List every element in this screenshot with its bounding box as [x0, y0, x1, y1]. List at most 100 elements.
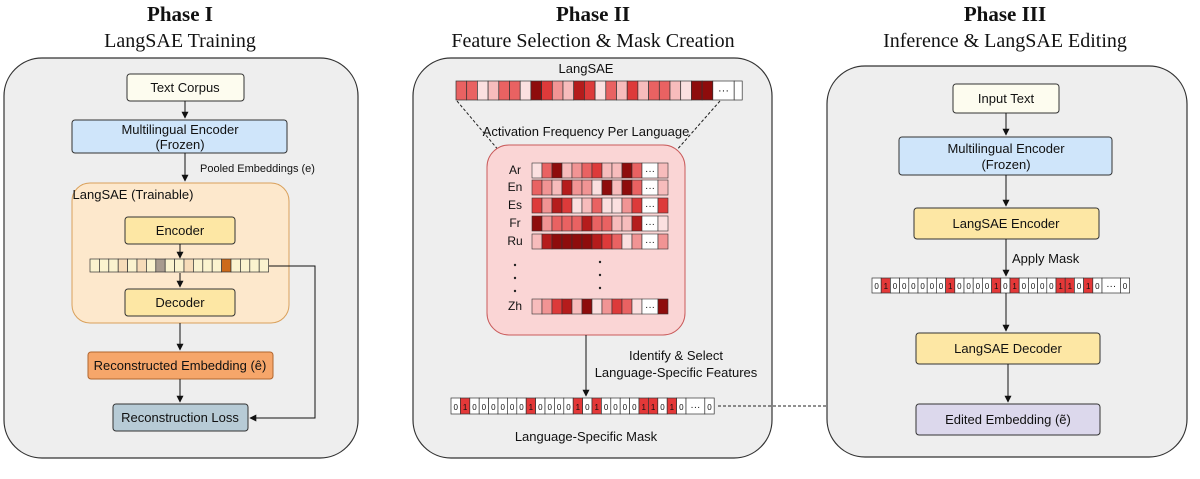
heatmap-cell	[657, 298, 669, 315]
langsae-cell	[551, 80, 564, 101]
mask-bit: 0	[491, 403, 496, 412]
phase1-title: Phase I	[147, 2, 213, 26]
heatmap-cell	[591, 233, 603, 250]
phase3-encoder-label-2: (Frozen)	[981, 157, 1030, 172]
latent-cell	[155, 258, 166, 273]
row-ellipsis-dot	[598, 286, 602, 290]
loss-label: Reconstruction Loss	[121, 410, 239, 425]
phase3-subtitle: Inference & LangSAE Editing	[883, 30, 1127, 52]
langsae-cell	[455, 80, 468, 101]
mask-bit: 0	[472, 403, 477, 412]
langsae-cell	[701, 80, 714, 101]
phase1-encoder-box	[71, 119, 288, 154]
heatmap-cell	[601, 215, 613, 232]
applied-mask-bit: 0	[1095, 282, 1100, 291]
heatmap-cell	[591, 298, 603, 315]
mask-cell	[704, 397, 715, 415]
applied-mask-bit: 0	[939, 282, 944, 291]
heatmap-cell	[657, 197, 669, 214]
latent-cell	[174, 258, 185, 273]
latent-cell	[108, 258, 119, 273]
latent-cell	[240, 258, 251, 273]
heatmap-cell	[531, 233, 543, 250]
heatmap-cell	[571, 298, 583, 315]
heatmap-cell	[571, 179, 583, 196]
heatmap-ellipsis: ···	[645, 237, 655, 248]
zoom-line-right	[674, 100, 721, 153]
heatmap-cell	[657, 179, 669, 196]
latent-cell	[230, 258, 241, 273]
langsae-cell	[637, 80, 649, 101]
applied-mask-bit: 0	[874, 282, 879, 291]
heatmap-cell	[561, 162, 573, 179]
heatmap-cell	[571, 197, 583, 214]
mask-bit: 0	[660, 403, 665, 412]
zoom-line-left	[456, 100, 501, 153]
heatmap-cell	[657, 162, 669, 179]
language-label: Ar	[509, 163, 521, 177]
arrow-latent-to-loss	[249, 265, 316, 422]
latent-cell	[89, 258, 100, 273]
heatmap-cell	[621, 197, 633, 214]
applied-mask-bit: 0	[1003, 282, 1008, 291]
heatmap-cell	[561, 233, 573, 250]
heatmap-cell	[571, 162, 583, 179]
text-corpus-label: Text Corpus	[150, 80, 220, 95]
langsae-cell	[648, 80, 660, 101]
langsae-trainable-label: LangSAE (Trainable)	[73, 187, 194, 202]
mask-bit: 1	[670, 403, 675, 412]
applied-mask-bit: 1	[1068, 282, 1073, 291]
langsae-decoder-label: LangSAE Decoder	[954, 341, 1062, 356]
phase2-title: Phase II	[556, 2, 630, 26]
mask-bit: 0	[482, 403, 487, 412]
heatmap-cell	[631, 298, 643, 315]
heatmap-cell	[611, 162, 623, 179]
heatmap-cell	[621, 298, 633, 315]
latent-cell	[146, 258, 157, 273]
langsae-cell	[658, 80, 671, 101]
langsae-cell	[584, 80, 596, 101]
activation-frequency-label: Activation Frequency Per Language	[483, 124, 690, 139]
heatmap-cell	[551, 233, 563, 250]
latent-cell	[164, 258, 175, 273]
langsae-encoder-label: LangSAE Encoder	[953, 216, 1061, 231]
language-label: Fr	[509, 216, 520, 230]
heatmap-cell	[581, 215, 593, 232]
loss-box	[112, 403, 249, 432]
apply-mask-label: Apply Mask	[1012, 251, 1080, 266]
heatmap-cell	[541, 197, 553, 214]
mask-bit: 1	[594, 403, 599, 412]
mask-bit: 0	[500, 403, 505, 412]
heatmap-cell	[561, 179, 573, 196]
phase2-subtitle: Feature Selection & Mask Creation	[451, 30, 734, 52]
mask-bit: 1	[463, 403, 468, 412]
applied-mask-bit: 0	[985, 282, 990, 291]
latent-cell	[99, 258, 110, 273]
identify-label-1: Identify & Select	[629, 348, 723, 363]
heatmap-cell	[591, 197, 603, 214]
applied-mask-bit: 1	[1086, 282, 1091, 291]
heatmap-cell	[601, 162, 613, 179]
applied-mask-bit: 0	[1123, 282, 1128, 291]
langsae-cell	[626, 80, 639, 101]
langsae-feature-strip: ···	[455, 80, 743, 101]
heatmap-cell	[571, 215, 583, 232]
language-label: Es	[508, 198, 522, 212]
reconstructed-label: Reconstructed Embedding (ê)	[94, 358, 267, 373]
mask-bit: 0	[510, 403, 515, 412]
heatmap-cell	[551, 215, 563, 232]
applied-mask-bit: 1	[1012, 282, 1017, 291]
activation-heatmap: ··················	[513, 162, 669, 315]
phase1-encoder-inner-label: Encoder	[156, 223, 205, 238]
row-ellipsis-dot	[513, 263, 517, 267]
language-label: Ru	[507, 234, 522, 248]
heatmap-cell	[601, 179, 613, 196]
latent-cell	[193, 258, 204, 273]
phase1-subtitle: LangSAE Training	[104, 30, 256, 52]
latent-cell	[221, 258, 232, 273]
mask-bit: 0	[547, 403, 552, 412]
heatmap-cell	[621, 162, 633, 179]
mask-bit: 0	[585, 403, 590, 412]
mask-bit: 0	[519, 403, 524, 412]
